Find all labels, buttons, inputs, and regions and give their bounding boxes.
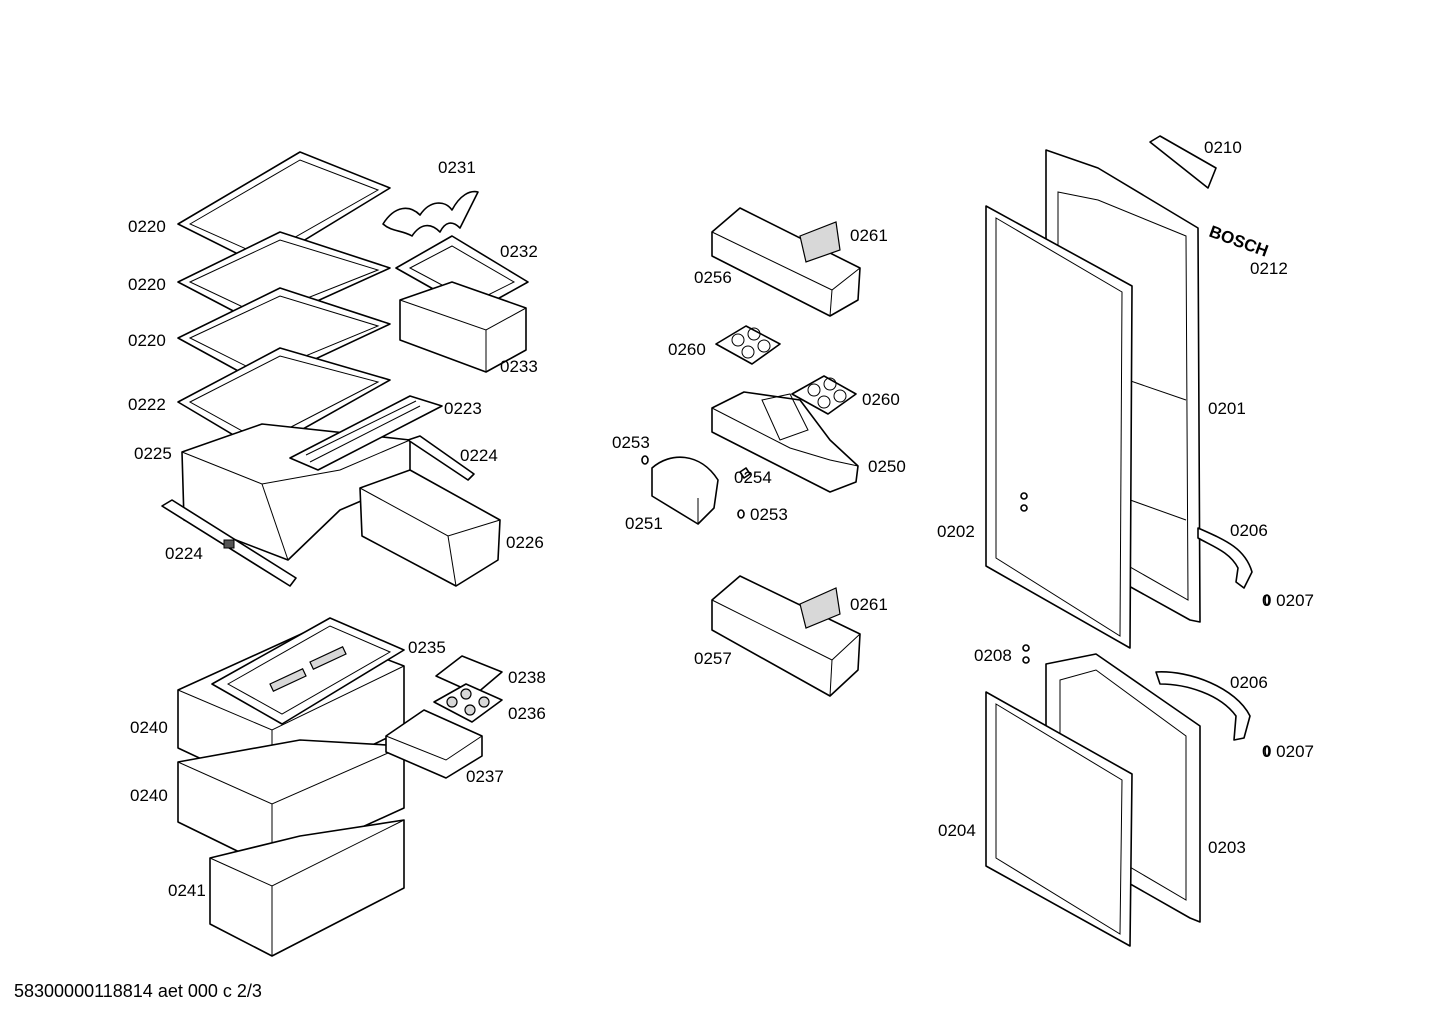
egg-tray-0260-left: [715, 325, 781, 365]
side-rail-0224-right: [407, 435, 475, 481]
screw-0254: [739, 467, 751, 479]
label-0224-left: 0224: [165, 544, 203, 563]
freezer-drawer-0241: [209, 819, 405, 957]
label-0257: 0257: [694, 649, 732, 668]
hinge-screws-0208-upper: [1020, 492, 1028, 512]
storage-box-0226: [359, 469, 501, 587]
glass-shelf-0220-lower: [177, 287, 391, 385]
label-0208: 0208: [974, 646, 1012, 665]
label-0253-top: 0253: [612, 433, 650, 452]
label-0207-upper: 0 0207: [1262, 591, 1314, 610]
label-0201: 0201: [1208, 399, 1246, 418]
label-0225: 0225: [134, 444, 172, 463]
label-0260-right: 0260: [862, 390, 900, 409]
cold-accumulator-0237: [385, 709, 483, 779]
door-shelf-0257: [711, 575, 861, 697]
screw-0253-bottom: [737, 509, 745, 519]
label-0240-b: 0240: [130, 786, 168, 805]
label-0233: 0233: [500, 357, 538, 376]
screw-0207-upper: [1264, 594, 1270, 606]
crisper-cover-0223: [289, 395, 443, 471]
screw-0207-lower: [1264, 745, 1270, 757]
label-0224-right: 0224: [460, 446, 498, 465]
label-0220-c: 0220: [128, 331, 166, 350]
brand-logo-text: BOSCH: [1207, 222, 1271, 261]
egg-tray-0260-right: [791, 375, 857, 415]
label-0250: 0250: [868, 457, 906, 476]
cover-0251: [651, 456, 719, 525]
label-0231: 0231: [438, 158, 476, 177]
label-0212: 0212: [1250, 259, 1288, 278]
crisper-box-0233: [399, 281, 527, 373]
side-rail-0224-left: [161, 499, 297, 587]
divider-0261-bottom: [799, 587, 841, 629]
label-0210: 0210: [1204, 138, 1242, 157]
label-0220-a: 0220: [128, 217, 166, 236]
door-shelf-0256: [711, 207, 861, 317]
label-0232: 0232: [500, 242, 538, 261]
label-0237: 0237: [466, 767, 504, 786]
label-0226: 0226: [506, 533, 544, 552]
label-0260-left: 0260: [668, 340, 706, 359]
label-0220-b: 0220: [128, 275, 166, 294]
label-0206-upper: 0206: [1230, 521, 1268, 540]
label-0256: 0256: [694, 268, 732, 287]
label-0261-top: 0261: [850, 226, 888, 245]
label-0207-lower: 0 0207: [1262, 742, 1314, 761]
screw-0253-top: [641, 455, 649, 465]
label-0223: 0223: [444, 399, 482, 418]
freezer-tray-0235: [211, 617, 405, 725]
document-footer: 58300000118814 aet 000 c 2/3: [14, 981, 262, 1001]
hinge-screws-0208-lower: [1022, 644, 1030, 664]
label-0241: 0241: [168, 881, 206, 900]
freezer-drawer-0240-bottom: [177, 739, 405, 869]
label-0222: 0222: [128, 395, 166, 414]
handle-cover-0210: [1149, 135, 1217, 189]
door-handle-0206-upper: [1197, 527, 1253, 589]
door-gasket-0202: [985, 205, 1133, 649]
label-0254: 0254: [734, 468, 772, 487]
label-0253-bottom: 0253: [750, 505, 788, 524]
label-0202: 0202: [937, 522, 975, 541]
label-0203: 0203: [1208, 838, 1246, 857]
label-0206-lower: 0206: [1230, 673, 1268, 692]
wine-rack-0231: [382, 190, 479, 237]
label-0238: 0238: [508, 668, 546, 687]
door-shelf-0250: [711, 391, 859, 493]
label-0251: 0251: [625, 514, 663, 533]
label-0236: 0236: [508, 704, 546, 723]
ice-cube-tray-0236: [433, 683, 503, 723]
label-0261-bottom: 0261: [850, 595, 888, 614]
label-0204: 0204: [938, 821, 976, 840]
label-0235: 0235: [408, 638, 446, 657]
glass-shelf-0220-top: [177, 151, 391, 267]
door-handle-0206-lower: [1155, 671, 1251, 741]
label-0240-a: 0240: [130, 718, 168, 737]
door-gasket-0204: [985, 691, 1133, 947]
divider-0261-top: [799, 221, 841, 263]
brand-logo-0212: BOSCH: [1207, 222, 1271, 261]
